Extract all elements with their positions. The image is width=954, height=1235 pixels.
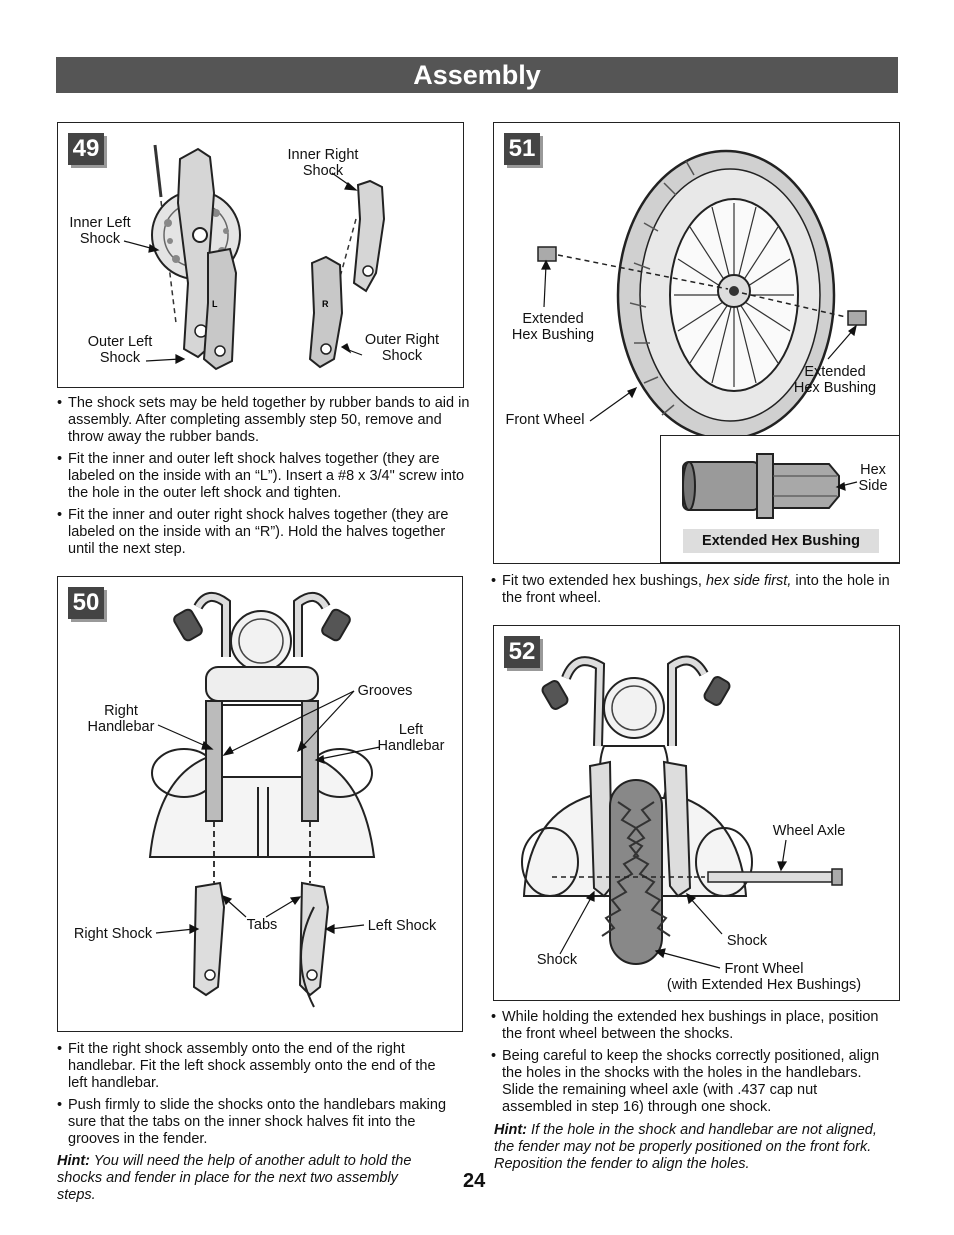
step-52-instructions: While holding the extended hex bushings … [491, 1009, 891, 1121]
left-shock-label: Left Shock [367, 918, 437, 934]
grooves-label: Grooves [357, 683, 413, 699]
instruction-item: Being careful to keep the shocks correct… [491, 1048, 891, 1116]
step-50-panel: 50 [57, 576, 463, 1032]
right-handlebar-label: Right Handlebar [87, 703, 155, 735]
handlebar-fender-illustration [148, 592, 381, 1008]
left-handlebar-label: Left Handlebar [377, 722, 445, 754]
step-51-instructions: Fit two extended hex bushings, hex side … [491, 573, 891, 612]
mark-r: R [322, 299, 329, 309]
front-wheel-label: Front Wheel (with Extended Hex Bushings) [666, 961, 862, 993]
step-50-hint: Hint: You will need the help of another … [57, 1153, 427, 1204]
hint-text: If the hole in the shock and handlebar a… [494, 1122, 877, 1172]
outer-right-shock-label: Outer Right Shock [364, 332, 440, 364]
front-wheel-label: Front Wheel [505, 412, 585, 428]
page-title: Assembly [56, 57, 898, 93]
shock-left-label: Shock [536, 952, 578, 968]
instruction-item: The shock sets may be held together by r… [57, 395, 475, 446]
instruction-item: While holding the extended hex bushings … [491, 1009, 891, 1043]
instruction-item: Fit the inner and outer right shock halv… [57, 507, 475, 558]
shock-right-label: Shock [726, 933, 768, 949]
step-50-instructions: Fit the right shock assembly onto the en… [57, 1041, 452, 1153]
extended-hex-bushing-right-label: Extended Hex Bushing [793, 364, 877, 396]
extended-hex-bushing-left-label: Extended Hex Bushing [511, 311, 595, 343]
right-shock-label: Right Shock [73, 926, 153, 942]
step-49-panel: 49 L R Inner Right Shock Inner Lef [57, 122, 464, 388]
step-number-badge: 50 [68, 587, 104, 619]
wheel-install-illustration [521, 655, 843, 969]
shock-halves-illustration: L R [123, 144, 386, 371]
instruction-item: Push firmly to slide the shocks onto the… [57, 1097, 452, 1148]
hex-side-label: Hex Side [858, 462, 888, 494]
inner-right-shock-label: Inner Right Shock [287, 147, 359, 179]
step-number-badge: 51 [504, 133, 540, 165]
mark-l: L [212, 299, 218, 309]
tabs-label: Tabs [246, 917, 278, 933]
instruction-item: Fit the right shock assembly onto the en… [57, 1041, 452, 1092]
instruction-item: Fit the inner and outer left shock halve… [57, 451, 475, 502]
step-number-badge: 49 [68, 133, 104, 165]
hint-text: You will need the help of another adult … [57, 1153, 412, 1203]
hint-label: Hint: [57, 1153, 91, 1169]
page-number: 24 [463, 1170, 486, 1192]
outer-left-shock-label: Outer Left Shock [87, 334, 153, 366]
extended-hex-bushing-caption: Extended Hex Bushing [683, 529, 879, 553]
instruction-item: Fit two extended hex bushings, hex side … [491, 573, 891, 607]
step-52-panel: 52 Wh [493, 625, 900, 1001]
inner-left-shock-label: Inner Left Shock [69, 215, 131, 247]
extended-hex-bushing-detail: Hex Side Extended Hex Bushing [660, 435, 900, 563]
step-52-hint: Hint: If the hole in the shock and handl… [494, 1122, 898, 1173]
front-wheel-illustration [537, 149, 867, 441]
step-number-badge: 52 [504, 636, 540, 668]
hex-bushing-detail-illustration [682, 453, 858, 519]
hint-label: Hint: [494, 1122, 528, 1138]
wheel-axle-label: Wheel Axle [772, 823, 846, 839]
step-49-instructions: The shock sets may be held together by r… [57, 395, 475, 563]
